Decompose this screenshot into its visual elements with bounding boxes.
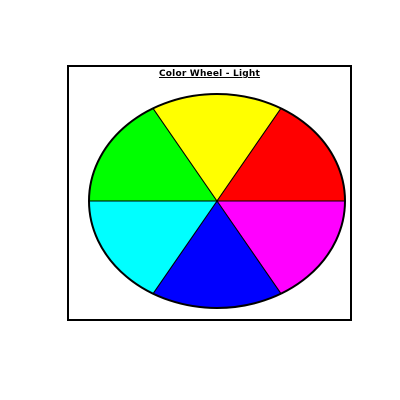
diagram-title: Color Wheel - Light (158, 69, 261, 79)
wheel-outline (88, 93, 346, 309)
wheel-segments (88, 93, 346, 309)
